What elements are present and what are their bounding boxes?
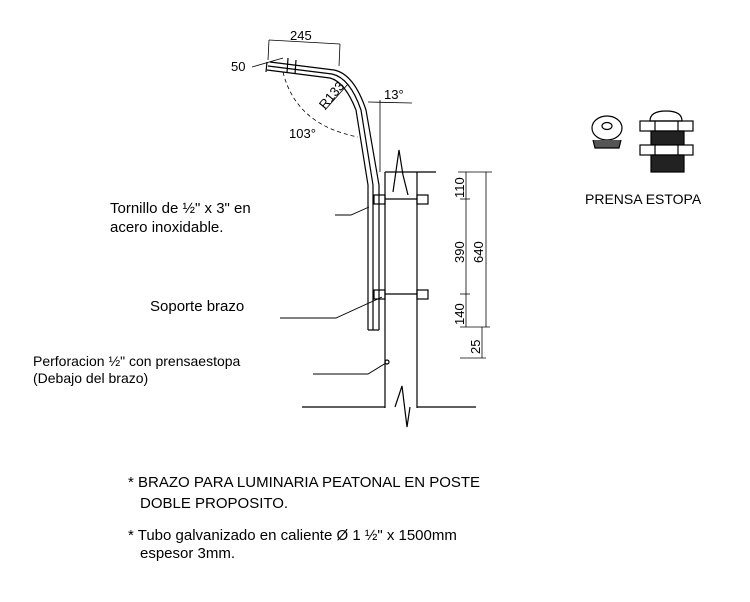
dim-245: 245 [290,28,312,43]
pole [302,149,476,428]
dim-25: 25 [468,340,483,354]
arm-tube [265,57,380,331]
vertical-dimensions [458,171,492,359]
dim-390: 390 [452,241,467,263]
dim-140: 140 [452,303,467,325]
cable-gland-icon [591,110,694,173]
support-label: Soporte brazo [150,298,245,315]
hole-label-line2: (Debajo del brazo) [33,370,149,386]
bolt-label-line2: acero inoxidable. [110,219,224,236]
leader-lines [280,206,387,375]
bolts [373,194,429,300]
note1-line1: * BRAZO PARA LUMINARIA PEATONAL EN POSTE [128,474,481,491]
note2-line1: * Tubo galvanizado en caliente Ø 1 ½" x … [128,527,457,544]
gland-label: PRENSA ESTOPA [585,191,702,207]
arm-dimensions [251,39,413,172]
dim-tilt-angle: 13° [384,87,404,102]
dim-radius: R133 [316,78,347,111]
hole-label-line1: Perforacion ½" con prensaestopa [33,353,241,369]
bolt-label-line1: Tornillo de ½" x 3" en [110,200,251,217]
dim-110: 110 [452,177,467,198]
note2-line2: espesor 3mm. [140,545,236,562]
dim-bend-angle: 103° [289,126,316,141]
dim-50: 50 [231,59,245,74]
dim-640: 640 [471,241,486,263]
note1-line2: DOBLE PROPOSITO. [140,495,289,512]
